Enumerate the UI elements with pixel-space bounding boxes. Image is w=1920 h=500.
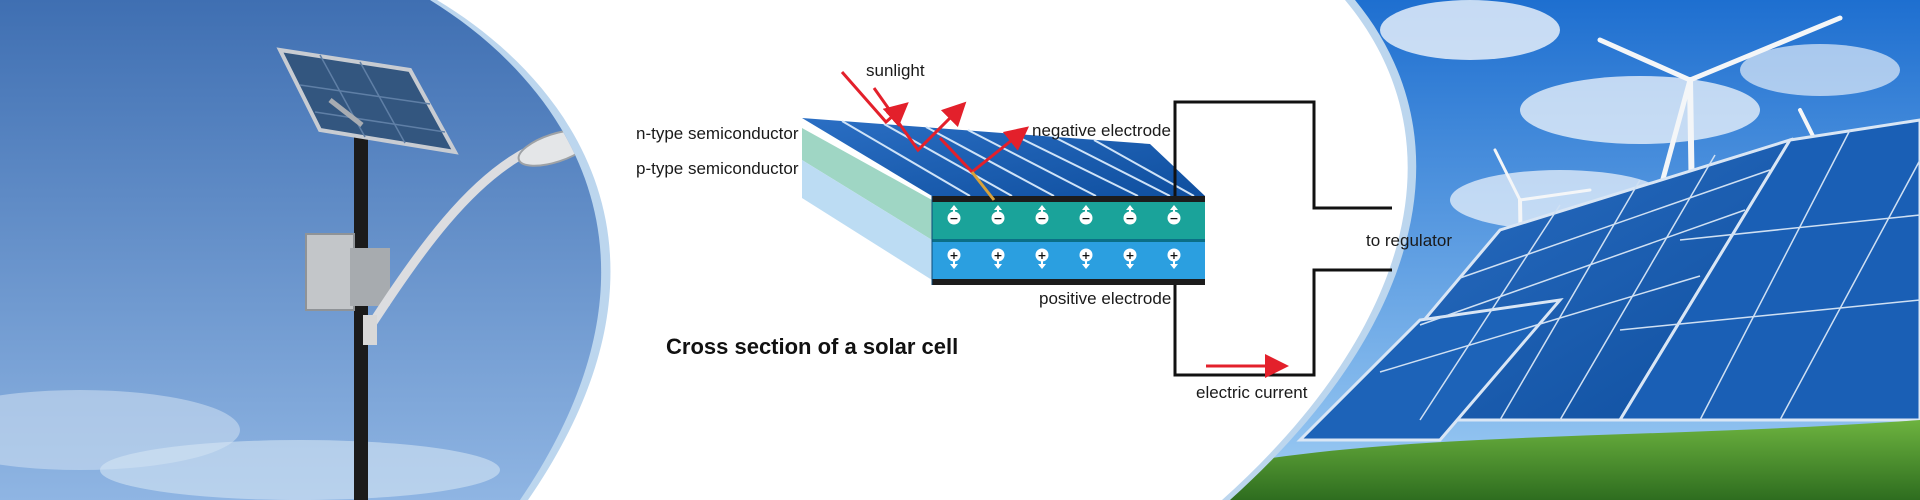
right-photo-solar-farm: [1222, 0, 1920, 500]
sunlight-ray-icon: [872, 87, 967, 153]
charge-symbol: +: [1125, 249, 1134, 262]
charge-arrow-icon: [1082, 205, 1090, 213]
charge-arrow-icon: [1170, 261, 1178, 269]
negative-electrode-label: negative electrode: [1032, 121, 1171, 140]
charge-symbol: −: [1125, 212, 1134, 225]
charge-symbol: +: [1081, 249, 1090, 262]
lamp-arm: [363, 145, 535, 335]
charge-symbol: −: [949, 212, 958, 225]
charge-arrow-icon: [1126, 261, 1134, 269]
electron-charge-icon: −: [947, 205, 961, 225]
charge-arrow-icon: [994, 205, 1002, 213]
charge-symbol: −: [1037, 212, 1046, 225]
n-type-label: n-type semiconductor: [636, 124, 799, 143]
solar-cell-diagram: − − − − − − + + + + + + sunlight n-type semiconduct…: [636, 61, 1452, 402]
lamp-battery-box: [305, 233, 355, 311]
charge-arrow-icon: [950, 205, 958, 213]
left-photo-street-lamp: [0, 0, 611, 500]
cell-top-surface: [802, 118, 1205, 196]
hole-charge-icon: +: [991, 248, 1005, 269]
charge-symbol: +: [1037, 249, 1046, 262]
charge-arrow-icon: [1038, 205, 1046, 213]
charge-arrow-icon: [950, 261, 958, 269]
hole-charge-icon: +: [1123, 248, 1137, 269]
solar-panel-array-icon: [1296, 118, 1920, 442]
charge-symbol: −: [1169, 212, 1178, 225]
photon-absorption-icon: [970, 171, 996, 201]
lamp-pole: [354, 125, 368, 500]
circuit-wire-top: [1173, 100, 1392, 210]
charge-symbol: +: [1169, 249, 1178, 262]
electron-charge-icon: −: [1123, 205, 1137, 225]
negative-electrode-strip: [932, 196, 1205, 202]
sunlight-ray-icon: [840, 71, 909, 127]
charge-arrow-icon: [994, 261, 1002, 269]
electron-charge-icon: −: [1079, 205, 1093, 225]
electron-charge-icon: −: [1167, 205, 1181, 225]
grass: [1230, 420, 1920, 500]
charge-symbol: +: [949, 249, 958, 262]
charge-arrow-icon: [1038, 261, 1046, 269]
charge-arrow-icon: [1082, 261, 1090, 269]
p-type-label: p-type semiconductor: [636, 159, 799, 178]
charge-arrow-icon: [1126, 205, 1134, 213]
n-layer-front: [932, 202, 1205, 240]
hole-charge-icon: +: [1035, 248, 1049, 269]
to-regulator-label: to regulator: [1366, 231, 1452, 250]
positive-electrode-strip: [932, 279, 1205, 285]
electric-current-label: electric current: [1196, 383, 1308, 402]
charge-symbol: −: [1081, 212, 1090, 225]
circuit-wire-bottom: [1173, 268, 1392, 377]
junction-line: [932, 239, 1205, 242]
electron-charge-icon: −: [991, 205, 1005, 225]
p-layer-front: [932, 242, 1205, 280]
hole-charge-icon: +: [1167, 248, 1181, 269]
top-gridlines: [841, 120, 1195, 197]
positive-electrode-label: positive electrode: [1039, 289, 1171, 308]
n-layer-side-face: [802, 128, 932, 240]
charge-arrow-icon: [1170, 205, 1178, 213]
diagram-title: Cross section of a solar cell: [666, 334, 958, 359]
hole-charge-icon: +: [947, 248, 961, 269]
hole-charge-icon: +: [1079, 248, 1093, 269]
p-layer-side-face: [802, 160, 932, 280]
charge-carriers: − − − − − − + + + + + +: [947, 205, 1181, 269]
electron-charge-icon: −: [1035, 205, 1049, 225]
sunlight-label: sunlight: [866, 61, 925, 80]
charge-symbol: −: [993, 212, 1002, 225]
charge-symbol: +: [993, 249, 1002, 262]
